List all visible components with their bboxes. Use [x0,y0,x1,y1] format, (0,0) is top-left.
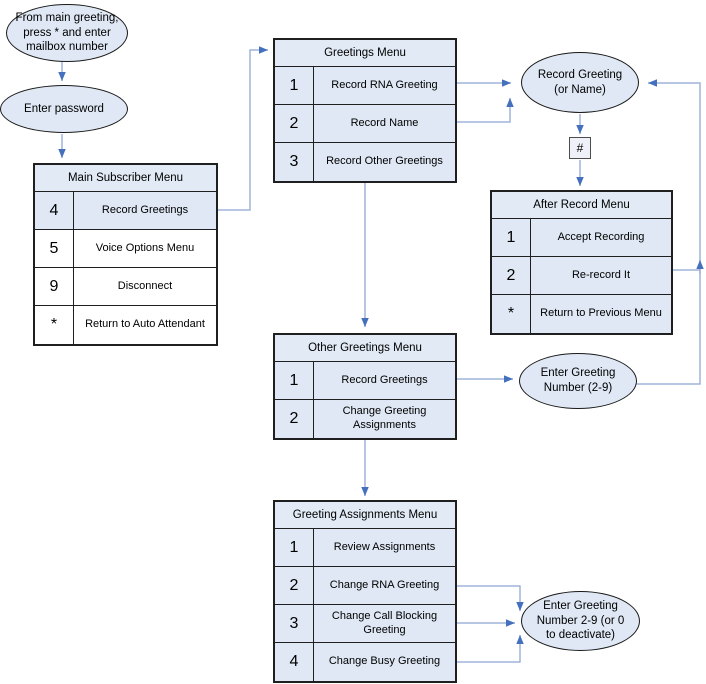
arrow-record-greetings-to-greetings-menu [218,46,268,211]
table-row: 1 Record RNA Greeting [275,67,455,105]
row-key: 2 [275,567,314,604]
after-record-menu-table: After Record Menu 1 Accept Recording 2 R… [490,190,673,335]
arrow-loop-back-to-record-greeting [636,79,701,385]
arrow-change-rna-to-enter-number [457,585,524,611]
row-key: 3 [275,605,314,642]
row-key: 2 [492,257,531,294]
row-label: Change Greeting Assignments [342,405,427,431]
row-key: * [492,295,531,333]
enter-password-text: Enter password [24,102,104,115]
row-key: 1 [275,67,314,104]
row-label: Return to Auto Attendant [85,318,205,331]
greeting-assignments-menu-table: Greeting Assignments Menu 1 Review Assig… [273,500,457,683]
after-record-menu-title: After Record Menu [492,192,671,219]
row-key: * [35,306,74,344]
greetings-menu-title: Greetings Menu [275,40,455,67]
table-row: 1 Accept Recording [492,219,671,257]
table-row: 3 Change Call Blocking Greeting [275,605,455,643]
start-ellipse: From main greeting, press * and enter ma… [6,4,128,62]
row-key: 4 [35,192,74,229]
table-row: 2 Change RNA Greeting [275,567,455,605]
row-label: Record Greetings [101,203,189,216]
table-row: * Return to Previous Menu [492,295,671,333]
row-key: 1 [275,362,314,399]
enter-greeting-number-deactivate-ellipse: Enter Greeting Number 2-9 (or 0 to deact… [521,591,640,651]
row-label: Accept Recording [557,230,645,243]
row-label: Record Other Greetings [326,155,443,168]
row-key: 2 [275,105,314,142]
row-label: Return to Previous Menu [540,307,662,320]
table-row: 4 Change Busy Greeting [275,643,455,681]
main-subscriber-menu-title: Main Subscriber Menu [35,165,216,192]
table-row: 1 Review Assignments [275,529,455,567]
row-label: Change Call Blocking Greeting [331,609,438,636]
enter-greeting-number-text: Enter Greeting Number (2-9) [540,367,616,394]
table-row: * Return to Auto Attendant [35,306,216,344]
row-label: Record Name [350,116,419,129]
row-label: Review Assignments [333,540,436,553]
row-label: Change RNA Greeting [329,578,440,591]
row-key: 2 [275,400,314,438]
row-label: Record RNA Greeting [331,78,438,91]
table-row: 1 Record Greetings [275,362,455,400]
other-greetings-menu-table: Other Greetings Menu 1 Record Greetings … [273,333,457,440]
arrow-record-name-up [457,98,514,123]
row-label: Disconnect [117,279,173,292]
row-label: Change Busy Greeting [328,655,441,668]
record-greeting-text: Record Greeting (or Name) [537,68,623,96]
arrow-change-busy-to-enter-number [457,635,524,663]
pound-key-label: # [576,141,584,155]
table-row: 2 Record Name [275,105,455,143]
row-key: 5 [35,230,74,267]
enter-password-ellipse: Enter password [0,85,128,133]
row-key: 3 [275,143,314,181]
table-row: 2 Re-record It [492,257,671,295]
pound-key-box: # [569,137,591,159]
row-key: 1 [492,219,531,256]
other-greetings-menu-title: Other Greetings Menu [275,335,455,362]
enter-greeting-number-deactivate-text: Enter Greeting Number 2-9 (or 0 to deact… [536,599,625,642]
row-label: Record Greetings [341,373,428,386]
table-row: 3 Record Other Greetings [275,143,455,181]
enter-greeting-number-ellipse: Enter Greeting Number (2-9) [519,353,637,409]
record-greeting-ellipse: Record Greeting (or Name) [521,52,639,113]
row-key: 1 [275,529,314,566]
main-subscriber-menu-table: Main Subscriber Menu 4 Record Greetings … [33,163,218,346]
row-key: 9 [35,268,74,305]
greetings-menu-table: Greetings Menu 1 Record RNA Greeting 2 R… [273,38,457,183]
greeting-assignments-menu-title: Greeting Assignments Menu [275,502,455,529]
row-label: Voice Options Menu [95,241,195,254]
start-ellipse-text: From main greeting, press * and enter ma… [15,11,119,54]
table-row: 5 Voice Options Menu [35,230,216,268]
table-row: 2 Change Greeting Assignments [275,400,455,438]
row-label: Re-record It [571,268,631,281]
table-row: 9 Disconnect [35,268,216,306]
row-key: 4 [275,643,314,681]
table-row: 4 Record Greetings [35,192,216,230]
